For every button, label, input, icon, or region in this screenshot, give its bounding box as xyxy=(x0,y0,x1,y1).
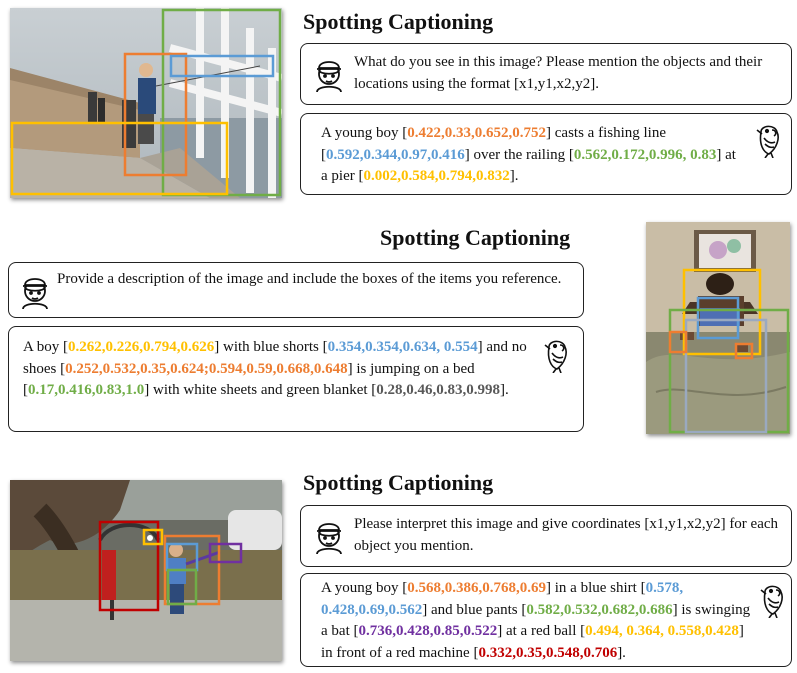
panel-3-question: Please interpret this image and give coo… xyxy=(354,516,779,554)
bbox-railing: 0.562,0.172,0.996, 0.83 xyxy=(573,146,717,163)
panel-1-title: Spotting Captioning xyxy=(303,9,494,34)
bbox-bed: 0.17,0.416,0.83,1.0 xyxy=(28,382,145,398)
user-icon xyxy=(313,516,345,562)
bed-photo xyxy=(646,222,790,434)
bbox-sheets: 0.28,0.46,0.83,0.998 xyxy=(376,382,501,398)
panel-1-question-box: What do you see in this image? Please me… xyxy=(300,43,792,105)
parrot-icon xyxy=(753,122,783,166)
panel-2-question-box: Provide a description of the image and i… xyxy=(8,262,584,318)
user-icon xyxy=(313,54,345,100)
user-icon xyxy=(19,271,51,317)
panel-3-question-box: Please interpret this image and give coo… xyxy=(300,505,792,567)
bbox-blue-shirt: 0.578, 0.428,0.69,0.562 xyxy=(321,580,684,618)
parrot-icon xyxy=(757,582,787,626)
bbox-boy: 0.262,0.226,0.794,0.626 xyxy=(68,339,215,355)
bbox-feet: 0.252,0.532,0.35,0.624;0.594,0.59,0.668,… xyxy=(65,360,348,377)
batting-photo xyxy=(10,480,282,661)
panel-1-answer-box: A young boy [0.422,0.33,0.652,0.752] cas… xyxy=(300,113,792,195)
panel-1-answer: A young boy [0.422,0.33,0.652,0.752] cas… xyxy=(321,125,736,184)
pier-photo xyxy=(10,8,282,198)
panel-3-title: Spotting Captioning xyxy=(303,470,494,495)
panel-2-title: Spotting Captioning xyxy=(380,225,571,250)
bbox-boy: 0.568,0.386,0.768,0.69 xyxy=(407,580,546,596)
panel-3-answer-box: A young boy [0.568,0.386,0.768,0.69] in … xyxy=(300,573,792,667)
bbox-red-ball: 0.494, 0.364, 0.558,0.428 xyxy=(585,623,739,639)
panel-2-question: Provide a description of the image and i… xyxy=(57,271,562,287)
parrot-icon xyxy=(541,337,571,381)
bbox-red-machine: 0.332,0.35,0.548,0.706 xyxy=(478,644,618,661)
bbox-blue-shorts: 0.354,0.354,0.634, 0.554 xyxy=(327,339,478,355)
bbox-boy: 0.422,0.33,0.652,0.752 xyxy=(407,125,547,141)
panel-1-question: What do you see in this image? Please me… xyxy=(354,54,763,92)
panel-2-answer: A boy [0.262,0.226,0.794,0.626] with blu… xyxy=(23,339,527,398)
panel-3-answer: A young boy [0.568,0.386,0.768,0.69] in … xyxy=(321,580,751,661)
bbox-pier: 0.002,0.584,0.794,0.832 xyxy=(363,168,510,184)
panel-2-answer-box: A boy [0.262,0.226,0.794,0.626] with blu… xyxy=(8,326,584,432)
bbox-fishing-line: 0.592,0.344,0.97,0.416 xyxy=(326,146,465,163)
bbox-blue-pants: 0.582,0.532,0.682,0.686 xyxy=(526,601,673,618)
bbox-bat: 0.736,0.428,0.85,0.522 xyxy=(358,623,498,639)
